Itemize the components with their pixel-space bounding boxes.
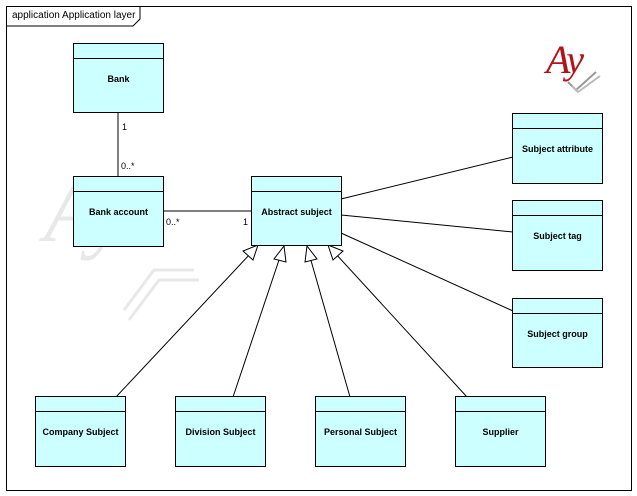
class-subject-attribute[interactable]: Subject attribute	[512, 113, 603, 184]
class-name: Bank account	[88, 207, 148, 217]
class-bank[interactable]: Bank	[73, 43, 164, 113]
class-subject-group[interactable]: Subject group	[512, 298, 603, 368]
group-association	[340, 232, 514, 312]
supplier-generalization	[334, 252, 468, 398]
class-name: Subject tag	[533, 231, 582, 241]
company-generalization-arrow	[242, 244, 259, 261]
diagram-frame	[6, 6, 632, 491]
class-header	[74, 44, 163, 59]
check-icon	[567, 71, 601, 94]
class-name: Bank	[107, 74, 130, 84]
class-name: Subject group	[527, 329, 588, 339]
class-division-subject[interactable]: Division Subject	[175, 396, 266, 467]
class-company-subject[interactable]: Company Subject	[35, 396, 126, 467]
class-supplier[interactable]: Supplier	[455, 396, 546, 467]
frame-title: application Application layer	[12, 10, 136, 21]
class-name: Division Subject	[185, 427, 256, 437]
multiplicity-abstract-subject: 1	[243, 217, 249, 227]
multiplicity-bank-account-right: 0..*	[166, 217, 180, 227]
personal-generalization	[309, 256, 351, 398]
class-header	[176, 397, 265, 412]
multiplicity-bank-account-top: 0..*	[121, 161, 135, 171]
brand-logo: Ay	[546, 36, 606, 94]
class-header	[252, 177, 341, 192]
class-name: Personal Subject	[323, 427, 398, 437]
class-personal-subject[interactable]: Personal Subject	[315, 396, 406, 467]
class-header	[74, 177, 163, 192]
class-header	[456, 397, 545, 412]
class-abstract-subject[interactable]: Abstract subject	[251, 176, 342, 246]
multiplicity-bank: 1	[122, 122, 128, 132]
class-header	[316, 397, 405, 412]
class-name: Supplier	[482, 427, 519, 437]
personal-generalization-arrow	[304, 244, 318, 263]
class-header	[36, 397, 125, 412]
division-generalization	[232, 256, 281, 398]
supplier-generalization-arrow	[327, 244, 344, 261]
class-header	[513, 201, 602, 216]
attribute-association	[340, 156, 514, 200]
frame-tab-outline	[6, 6, 141, 27]
class-name: Abstract subject	[261, 207, 332, 217]
class-name: Company Subject	[42, 427, 119, 437]
division-generalization-arrow	[273, 244, 287, 263]
class-subject-tag[interactable]: Subject tag	[512, 200, 603, 271]
class-name: Subject attribute	[521, 144, 593, 154]
class-bank-account[interactable]: Bank account	[73, 176, 164, 247]
class-header	[513, 114, 602, 129]
company-generalization	[115, 252, 252, 398]
brand-logo-text: Ay	[546, 37, 584, 82]
tag-association	[340, 214, 514, 233]
class-header	[513, 299, 602, 314]
